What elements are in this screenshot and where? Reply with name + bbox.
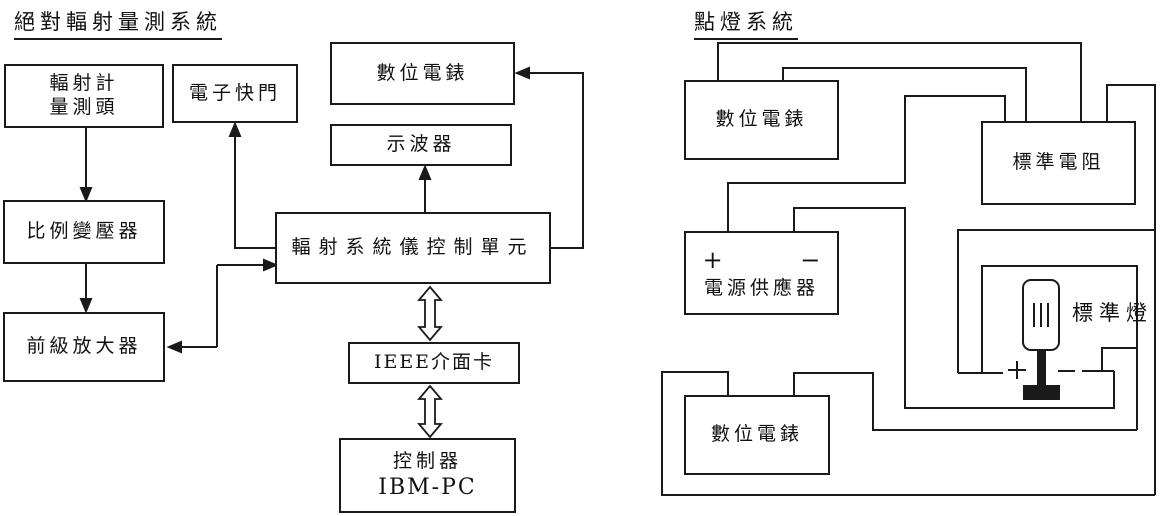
radiometer-head-label-line1: 輻射計 bbox=[49, 72, 119, 95]
wire-controlunit-to-shutter bbox=[234, 136, 277, 249]
left-system-title: 絕對輻射量測系統 bbox=[14, 6, 222, 40]
wire-controlunit-to-meter bbox=[529, 72, 584, 249]
lamp-plus-glyph bbox=[1008, 361, 1026, 379]
arrowhead-left-preamp bbox=[166, 340, 182, 354]
arrowhead-right-controlunit bbox=[263, 258, 279, 272]
controller-label-line2: IBM-PC bbox=[378, 474, 477, 500]
radiometer-head-label-line2: 量測頭 bbox=[49, 96, 119, 118]
controller-label-line1: 控制器 bbox=[392, 449, 462, 472]
standard-lamp-icon bbox=[1022, 279, 1060, 351]
digital-meter-bottom-label: 數位電錶 bbox=[710, 423, 803, 446]
lamp-base bbox=[1023, 385, 1060, 400]
box-radiometer-head: 輻射計 量測頭 bbox=[4, 64, 164, 128]
power-supply-minus-sign: − bbox=[800, 246, 821, 275]
lamp-stem bbox=[1037, 349, 1046, 387]
wire-lamp-minus-sense-jog bbox=[1101, 347, 1137, 370]
double-arrow-controlunit-ieee bbox=[417, 285, 443, 342]
box-standard-resistor: 標準電阻 bbox=[981, 121, 1136, 205]
arrowhead-left-meter bbox=[514, 66, 530, 80]
box-ratio-transformer: 比例變壓器 bbox=[3, 200, 165, 264]
box-power-supply: + − 電源供應器 bbox=[684, 231, 839, 315]
wire-meter1-resistor-sense-b bbox=[782, 67, 1027, 121]
power-supply-label: 電源供應器 bbox=[703, 277, 819, 300]
wire-preamp-controlunit bbox=[181, 264, 264, 348]
box-digital-meter-bottom: 數位電錶 bbox=[684, 395, 830, 475]
wire-resistor-to-right-rail bbox=[1106, 84, 1156, 495]
digital-meter-top-label: 數位電錶 bbox=[715, 108, 808, 131]
wire-rail-to-lamp-plus-outer bbox=[957, 229, 1155, 373]
arrowhead-down-preamp bbox=[79, 298, 93, 314]
box-digital-meter-top: 數位電錶 bbox=[684, 80, 839, 160]
arrowhead-up-scope bbox=[418, 164, 432, 180]
power-supply-polarity: + − bbox=[703, 245, 821, 275]
box-oscilloscope: 示波器 bbox=[330, 124, 512, 166]
oscilloscope-label: 示波器 bbox=[386, 133, 456, 156]
box-preamplifier: 前級放大器 bbox=[3, 312, 165, 382]
standard-lamp-label: 標準燈 bbox=[1072, 301, 1153, 325]
ratio-transformer-label: 比例變壓器 bbox=[26, 220, 142, 243]
arrowhead-down-transformer bbox=[79, 187, 93, 203]
box-radiation-control-unit: 輻射系統儀控制單元 bbox=[275, 212, 551, 284]
wire-psu-minus-to-lamp bbox=[793, 207, 1115, 409]
right-system-title: 點燈系統 bbox=[694, 6, 798, 40]
digital-meter-left-label: 數位電錶 bbox=[376, 61, 469, 84]
double-arrow-ieee-controller bbox=[417, 384, 443, 439]
box-electronic-shutter: 電子快門 bbox=[172, 64, 298, 123]
wire-meter2-left-terminal bbox=[661, 371, 1155, 496]
box-controller-ibm-pc: 控制器 IBM-PC bbox=[339, 438, 516, 513]
box-ieee-interface-card: IEEE介面卡 bbox=[348, 342, 520, 384]
wire-resistor-to-psu-plus bbox=[727, 95, 1006, 231]
box-digital-meter-left: 數位電錶 bbox=[330, 42, 515, 105]
preamplifier-label: 前級放大器 bbox=[26, 335, 142, 358]
lamp-filament-icon bbox=[1033, 303, 1035, 327]
power-supply-plus-sign: + bbox=[702, 246, 723, 275]
arrowhead-up-shutter bbox=[228, 121, 242, 137]
ieee-interface-card-label: IEEE介面卡 bbox=[373, 351, 495, 374]
standard-resistor-label: 標準電阻 bbox=[1012, 151, 1105, 174]
radiation-control-unit-label: 輻射系統儀控制單元 bbox=[291, 236, 535, 259]
electronic-shutter-label: 電子快門 bbox=[188, 81, 281, 104]
wire-meter2-right-terminal bbox=[793, 372, 1137, 431]
wire-meter1-resistor-sense-a bbox=[717, 42, 1082, 121]
